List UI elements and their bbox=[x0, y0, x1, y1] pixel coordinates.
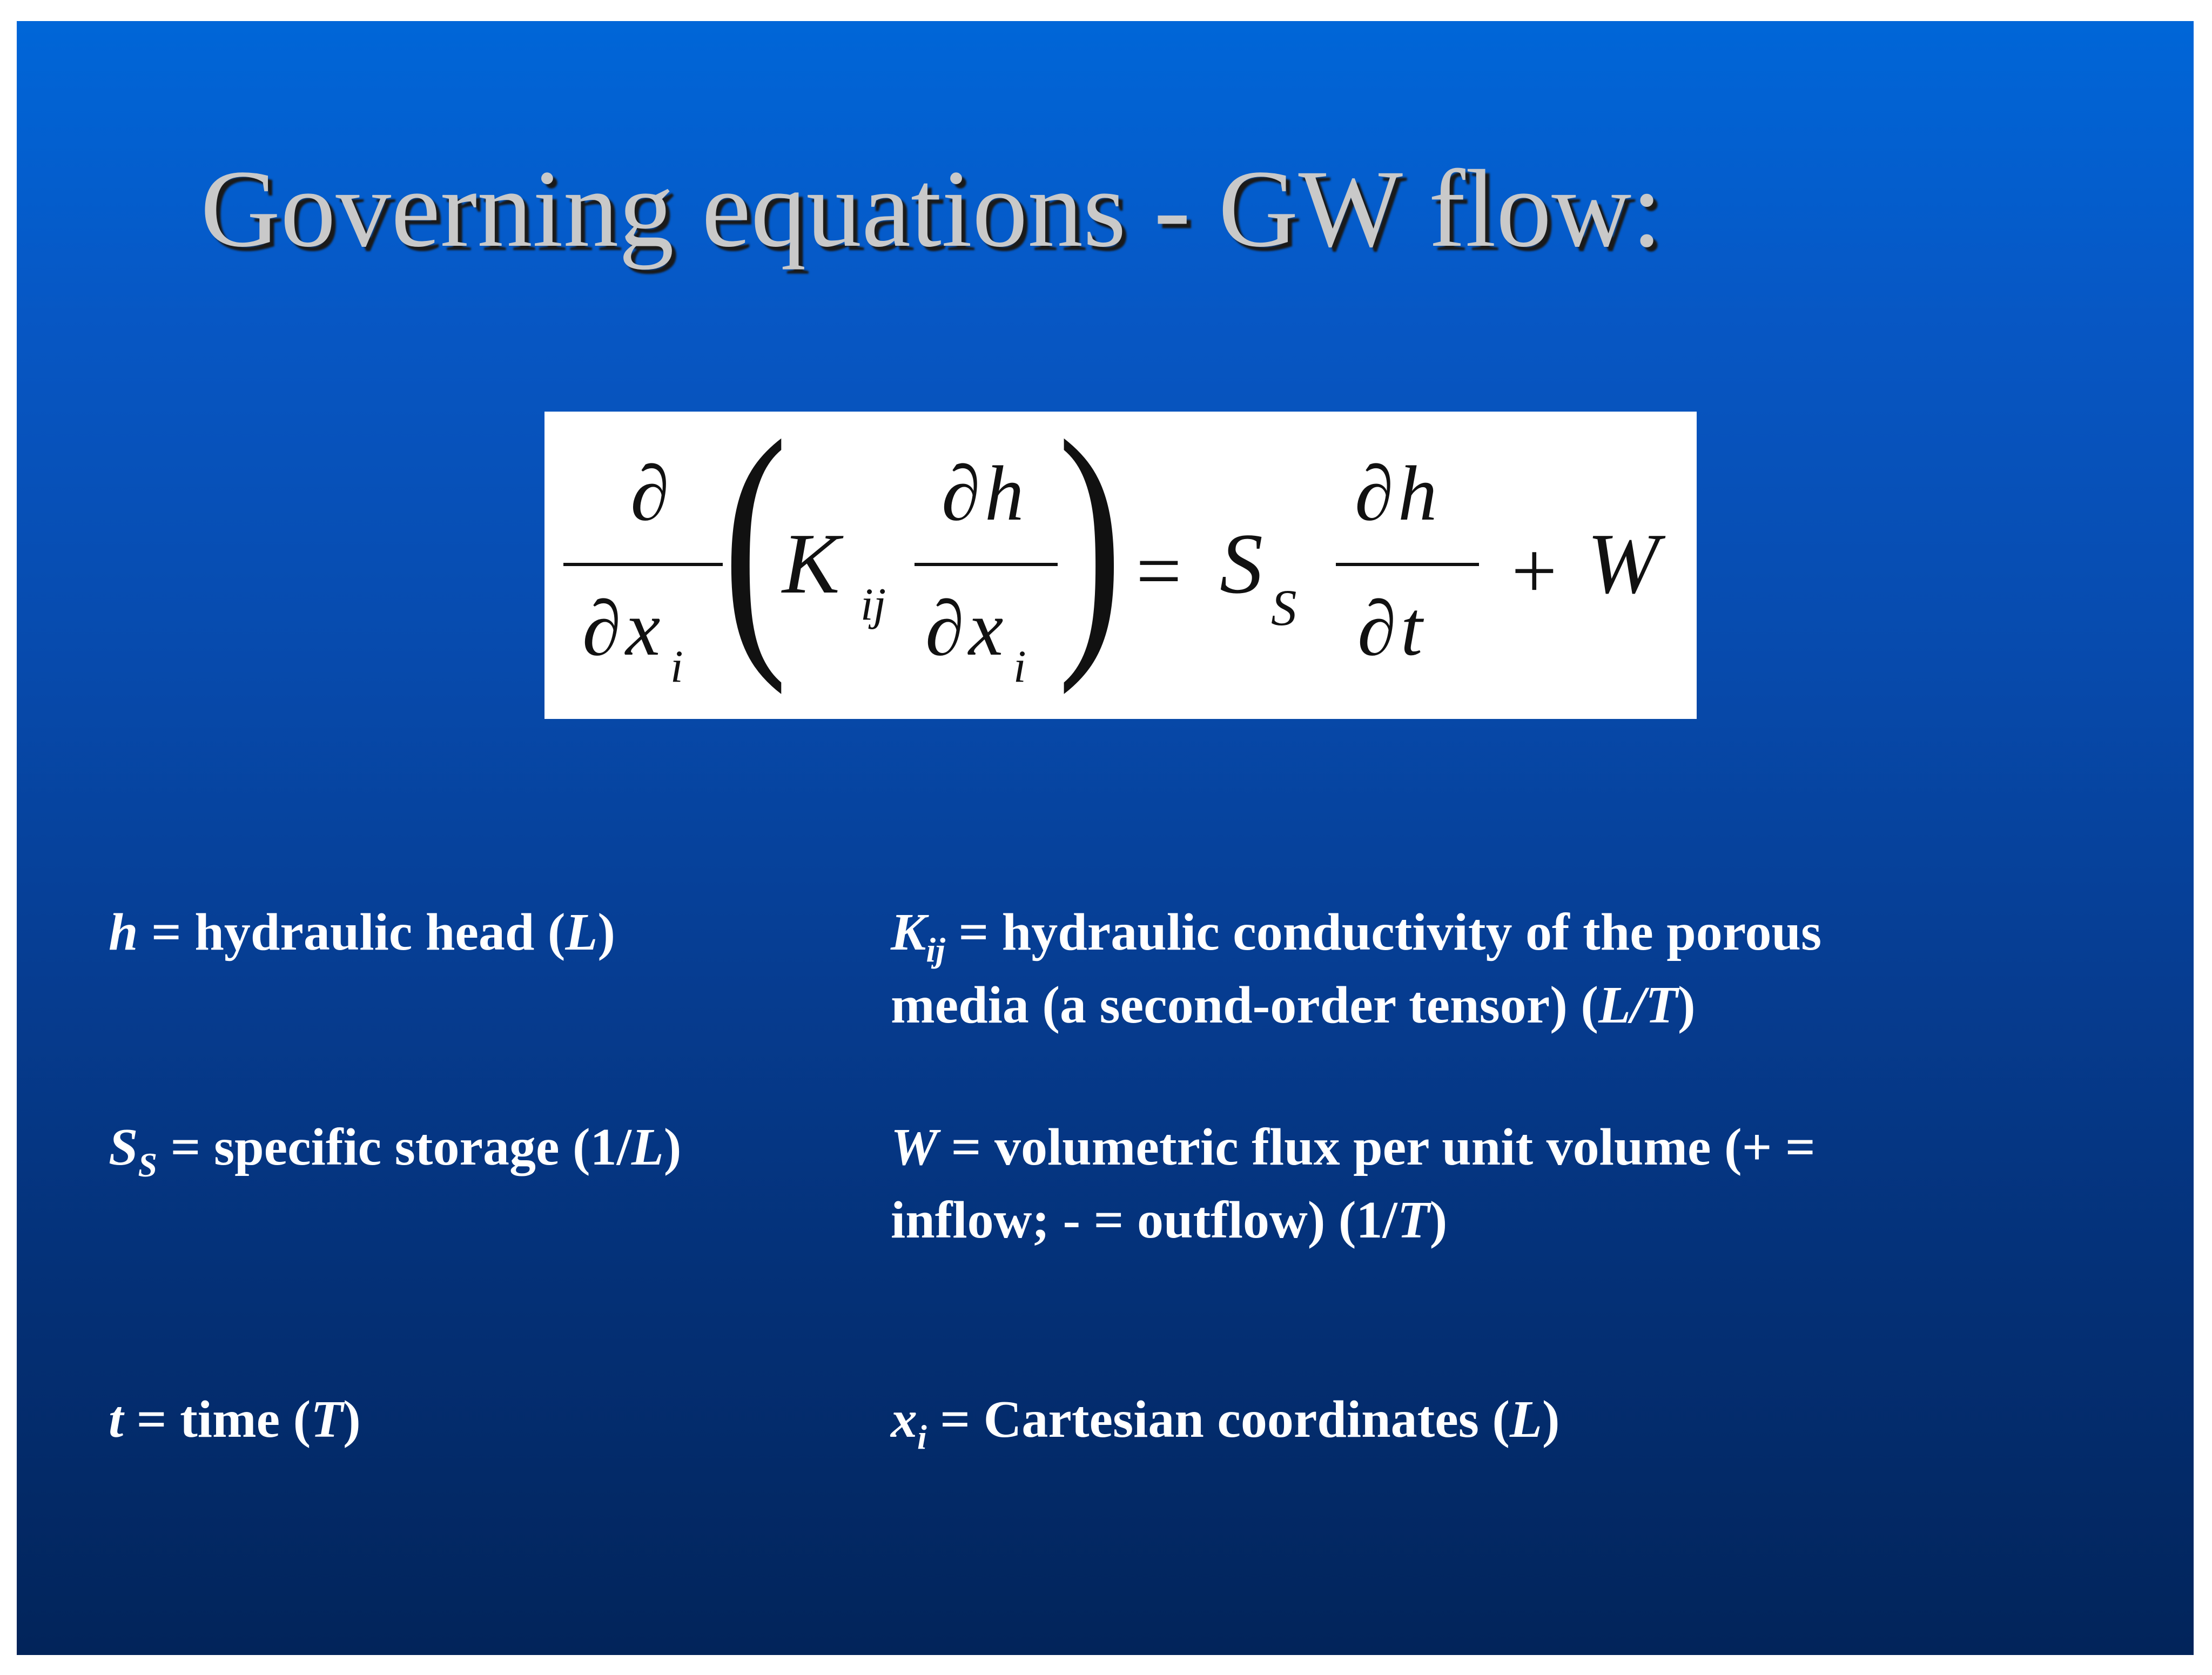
definition-w: W = volumetric flux per unit volume (+ =… bbox=[891, 1118, 1816, 1249]
eq-t: t bbox=[1401, 586, 1424, 672]
eq-right-paren: ) bbox=[1058, 412, 1122, 696]
eq-partial-3: ∂ bbox=[942, 450, 980, 537]
definition-t: t = time (T) bbox=[109, 1390, 361, 1449]
eq-K: K bbox=[781, 515, 844, 611]
eq-W: W bbox=[1587, 515, 1666, 611]
eq-ij: ij bbox=[860, 579, 886, 630]
eq-partial-5: ∂ bbox=[1355, 450, 1394, 537]
eq-partial-4: ∂ bbox=[925, 586, 964, 672]
equation-box: ∂ ∂ x i ( K ij ∂ h ∂ x i ) = S S ∂ bbox=[544, 412, 1697, 719]
governing-equation: ∂ ∂ x i ( K ij ∂ h ∂ x i ) = S S ∂ bbox=[563, 412, 1666, 696]
eq-left-paren: ( bbox=[723, 412, 788, 696]
eq-h-1: h bbox=[985, 450, 1024, 537]
eq-x-2: x bbox=[967, 586, 1003, 672]
definition-ss: SS = specific storage (1/L) bbox=[109, 1118, 682, 1184]
eq-partial-1: ∂ bbox=[630, 450, 669, 537]
eq-x-1: x bbox=[624, 586, 660, 672]
eq-S: S bbox=[1220, 515, 1263, 611]
definition-kij: Kij = hydraulic conductivity of the poro… bbox=[891, 903, 1822, 1034]
eq-partial-2: ∂ bbox=[582, 586, 621, 672]
slide: Governing equations - GW flow: ∂ ∂ x i (… bbox=[17, 21, 2194, 1655]
eq-equals: = bbox=[1136, 526, 1182, 616]
eq-i-1: i bbox=[670, 641, 683, 692]
eq-i-2: i bbox=[1013, 641, 1026, 692]
eq-S-sub: S bbox=[1271, 579, 1297, 636]
eq-plus: + bbox=[1511, 526, 1557, 616]
eq-h-2: h bbox=[1398, 450, 1437, 537]
eq-partial-6: ∂ bbox=[1357, 586, 1396, 672]
slide-title: Governing equations - GW flow: bbox=[200, 147, 1663, 270]
definition-h: h = hydraulic head (L) bbox=[109, 903, 615, 961]
definition-xi: xi = Cartesian coordinates (L) bbox=[891, 1390, 1560, 1456]
